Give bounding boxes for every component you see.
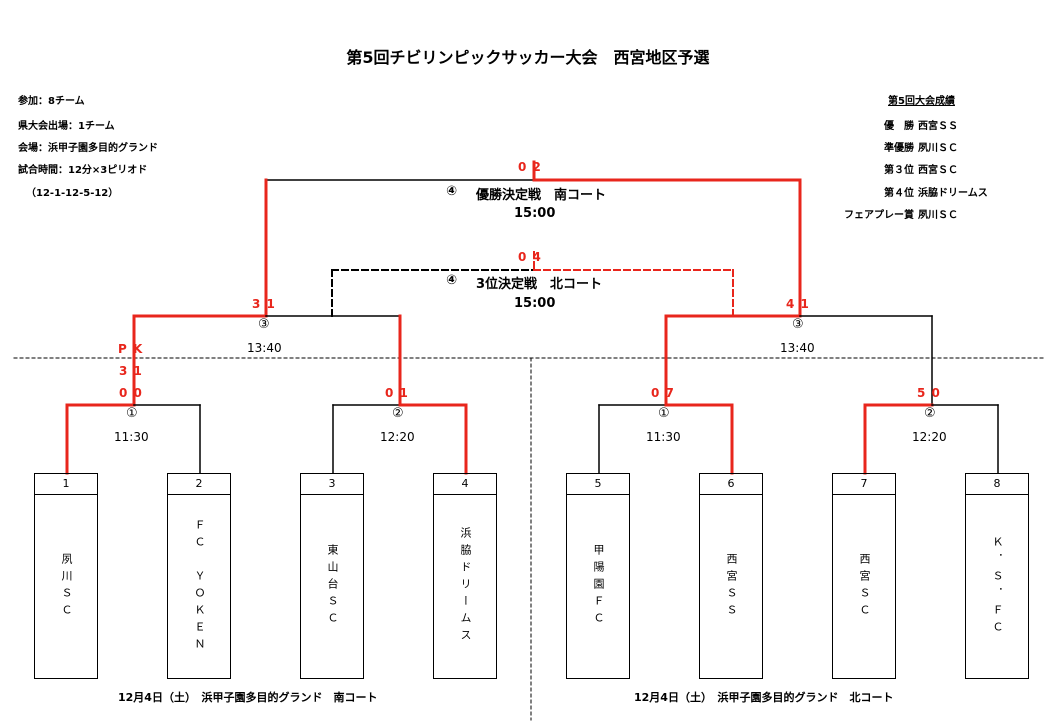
r1-score: 0 7: [651, 386, 675, 400]
third-time: 15:00: [514, 296, 556, 311]
team-box: 1 夙川ＳＣ: [34, 473, 98, 679]
semi-right-time: 13:40: [780, 341, 815, 355]
results-heading: 第5回大会成績: [888, 96, 955, 107]
team-name: 甲陽園ＦＣ: [592, 544, 605, 629]
result-label: 準優勝: [884, 143, 914, 154]
semi-left-circle: ③: [258, 317, 270, 332]
pk-label: P K: [118, 342, 144, 356]
team-number: 2: [168, 474, 230, 495]
footer-north: 12月4日（土） 浜甲子園多目的グランド 北コート: [634, 691, 894, 704]
team-number: 7: [833, 474, 895, 495]
r1-time: 11:30: [646, 430, 681, 444]
final-time: 15:00: [514, 206, 556, 221]
semi-right-score: 4 1: [786, 297, 810, 311]
r1-circle: ①: [126, 406, 138, 421]
result-label: フェアプレー賞: [844, 210, 914, 221]
team-name: Ｋ．Ｓ．ＦＣ: [991, 535, 1004, 638]
info-participants: 参加：8チーム: [18, 96, 85, 107]
final-label: 優勝決定戦 南コート: [476, 188, 607, 203]
team-name: ＦＣ ＹＯＫＥＮ: [193, 518, 206, 655]
final-circle: ④: [446, 184, 458, 199]
r1-time: 12:20: [380, 430, 415, 444]
result-label: 第４位: [884, 188, 914, 199]
team-name: 浜脇ドリームス: [459, 527, 472, 646]
third-label: 3位決定戦 北コート: [476, 277, 603, 292]
r1-time: 11:30: [114, 430, 149, 444]
team-number: 8: [966, 474, 1028, 495]
result-team: 浜脇ドリームス: [918, 188, 988, 199]
info-qualify: 県大会出場：1チーム: [18, 121, 115, 132]
r1-time: 12:20: [912, 430, 947, 444]
team-number: 4: [434, 474, 496, 495]
team-box: 6 西宮ＳＳ: [699, 473, 763, 679]
result-label: 優 勝: [884, 121, 914, 132]
result-label: 第３位: [884, 165, 914, 176]
team-box: 5 甲陽園ＦＣ: [566, 473, 630, 679]
team-number: 5: [567, 474, 629, 495]
third-score: 0 4: [518, 250, 542, 264]
footer-south: 12月4日（土） 浜甲子園多目的グランド 南コート: [118, 691, 378, 704]
result-team: 西宮ＳＣ: [918, 165, 958, 176]
result-team: 夙川ＳＣ: [918, 143, 958, 154]
team-name: 夙川ＳＣ: [60, 552, 73, 621]
r1-circle: ①: [658, 406, 670, 421]
team-number: 6: [700, 474, 762, 495]
result-team: 西宮ＳＳ: [918, 121, 958, 132]
team-box: 2 ＦＣ ＹＯＫＥＮ: [167, 473, 231, 679]
semi-left-time: 13:40: [247, 341, 282, 355]
team-name: 西宮ＳＳ: [725, 552, 738, 621]
r1-circle: ②: [392, 406, 404, 421]
team-box: 3 東山台ＳＣ: [300, 473, 364, 679]
r1-circle: ②: [924, 406, 936, 421]
page-title: 第5回チビリンピックサッカー大会 西宮地区予選: [346, 48, 710, 67]
r1-score: 5 0: [917, 386, 941, 400]
semi-left-score: 3 1: [252, 297, 276, 311]
team-number: 3: [301, 474, 363, 495]
team-box: 4 浜脇ドリームス: [433, 473, 497, 679]
team-name: 東山台ＳＣ: [326, 544, 339, 629]
info-time-detail: （12-1-12-5-12）: [26, 188, 119, 199]
pk-score: 3 1: [119, 364, 143, 378]
team-box: 7 西宮ＳＣ: [832, 473, 896, 679]
team-box: 8 Ｋ．Ｓ．ＦＣ: [965, 473, 1029, 679]
info-match-time: 試合時間：12分×3ピリオド: [18, 165, 148, 176]
semi-right-circle: ③: [792, 317, 804, 332]
final-score: 0 2: [518, 160, 542, 174]
r1-score: 0 0: [119, 386, 143, 400]
third-circle: ④: [446, 273, 458, 288]
r1-score: 0 1: [385, 386, 409, 400]
team-name: 西宮ＳＣ: [858, 552, 871, 621]
result-team: 夙川ＳＣ: [918, 210, 958, 221]
team-number: 1: [35, 474, 97, 495]
info-venue: 会場：浜甲子園多目的グランド: [18, 143, 158, 154]
